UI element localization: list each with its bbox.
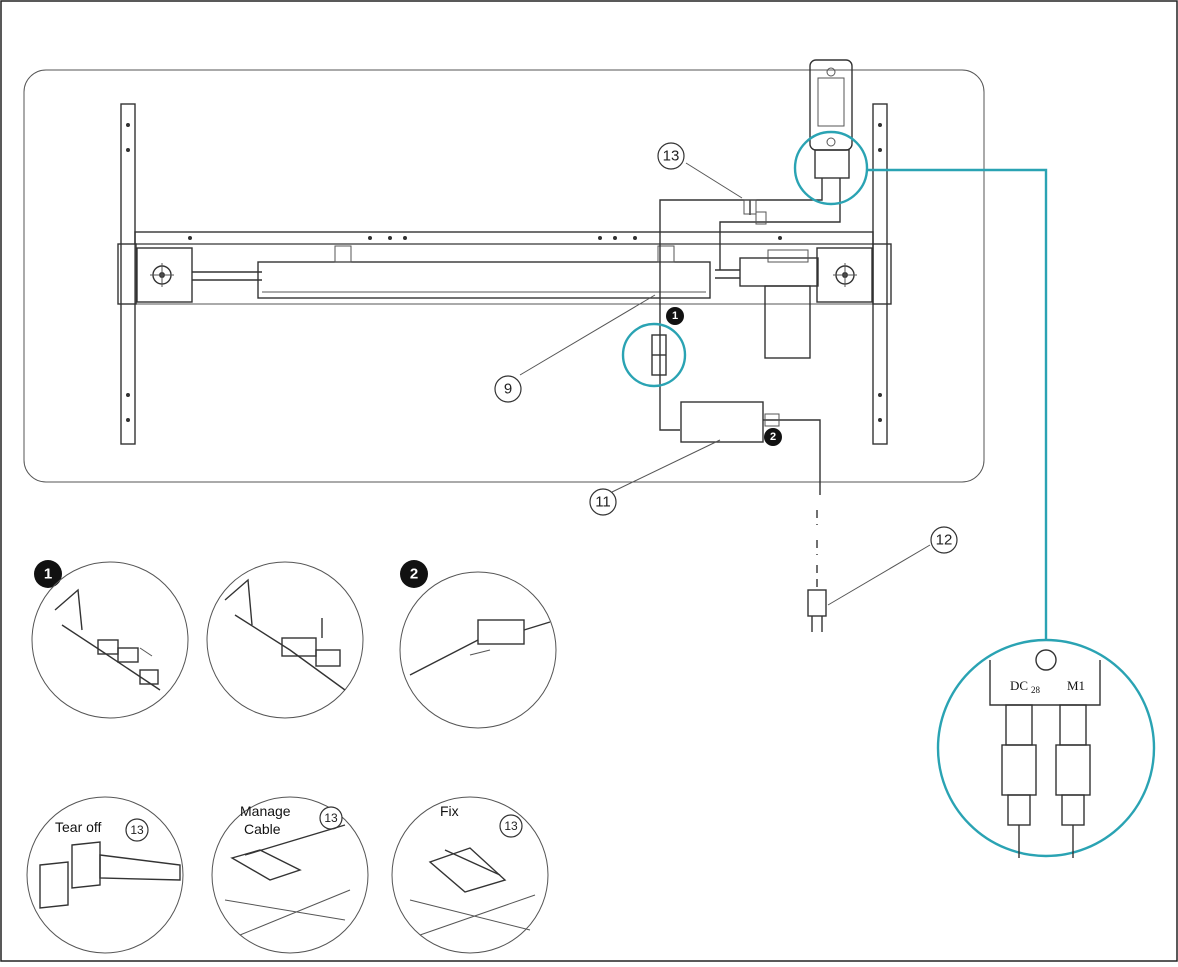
detail-connect-a bbox=[31, 561, 189, 719]
svg-text:13: 13 bbox=[504, 819, 518, 833]
svg-text:13: 13 bbox=[663, 148, 680, 165]
callout-9: 9 bbox=[494, 375, 522, 403]
mains-cable bbox=[807, 419, 827, 632]
leader-13 bbox=[685, 162, 743, 199]
fix-label: Fix bbox=[440, 803, 459, 819]
svg-text:9: 9 bbox=[504, 381, 512, 398]
svg-text:13: 13 bbox=[130, 823, 144, 837]
step-marker-1: 1 bbox=[666, 307, 684, 325]
svg-text:1: 1 bbox=[672, 310, 678, 322]
zoom-leader-line bbox=[867, 168, 1048, 640]
plug-m1 bbox=[1059, 704, 1087, 746]
right-motor bbox=[715, 249, 819, 359]
plug-dc bbox=[1005, 704, 1033, 746]
tear-off-label: Tear off bbox=[55, 819, 102, 835]
port-label-dc: DC bbox=[1010, 678, 1028, 693]
svg-text:11: 11 bbox=[595, 494, 611, 511]
callout-12: 12 bbox=[930, 526, 958, 554]
svg-text:2: 2 bbox=[410, 566, 418, 583]
detail-tear-off: Tear off 13 bbox=[26, 796, 184, 954]
handset-cables bbox=[659, 178, 841, 431]
callout-11: 11 bbox=[589, 488, 617, 516]
detail-manage-cable: Manage Cable 13 bbox=[211, 796, 369, 954]
inline-connector-1 bbox=[651, 334, 667, 376]
manage-label-1: Manage bbox=[240, 803, 291, 819]
leader-9 bbox=[519, 294, 656, 376]
highlight-connector-1 bbox=[621, 322, 687, 388]
handset bbox=[809, 59, 853, 179]
step-marker-2: 2 bbox=[764, 428, 782, 446]
right-motor-mount bbox=[816, 247, 873, 303]
svg-text:1: 1 bbox=[44, 566, 52, 583]
svg-text:12: 12 bbox=[936, 532, 953, 549]
manage-label-2: Cable bbox=[244, 821, 281, 837]
control-box bbox=[257, 245, 711, 299]
crossbar-frame bbox=[117, 231, 892, 305]
port-label-dc-sub: 28 bbox=[1031, 685, 1041, 695]
right-leg bbox=[872, 103, 888, 445]
detail-fix: Fix 13 bbox=[391, 796, 549, 954]
callout-13: 13 bbox=[657, 142, 685, 170]
left-motor-mount bbox=[136, 247, 262, 303]
port-label-m1: M1 bbox=[1067, 678, 1085, 693]
detail-connect-adapter bbox=[399, 571, 557, 729]
leader-11 bbox=[611, 439, 721, 493]
port-zoom-detail: DC 28 M1 bbox=[936, 638, 1156, 858]
detail-connect-b bbox=[206, 561, 364, 719]
detail-step-2-header: 2 bbox=[400, 560, 428, 588]
svg-text:13: 13 bbox=[324, 811, 338, 825]
desktop-outline bbox=[23, 69, 985, 483]
leader-12 bbox=[827, 544, 931, 606]
highlight-handset-ports bbox=[793, 130, 869, 206]
detail-step-1-header: 1 bbox=[34, 560, 62, 588]
left-leg bbox=[120, 103, 136, 445]
power-adapter bbox=[680, 401, 815, 443]
svg-text:2: 2 bbox=[770, 431, 776, 443]
